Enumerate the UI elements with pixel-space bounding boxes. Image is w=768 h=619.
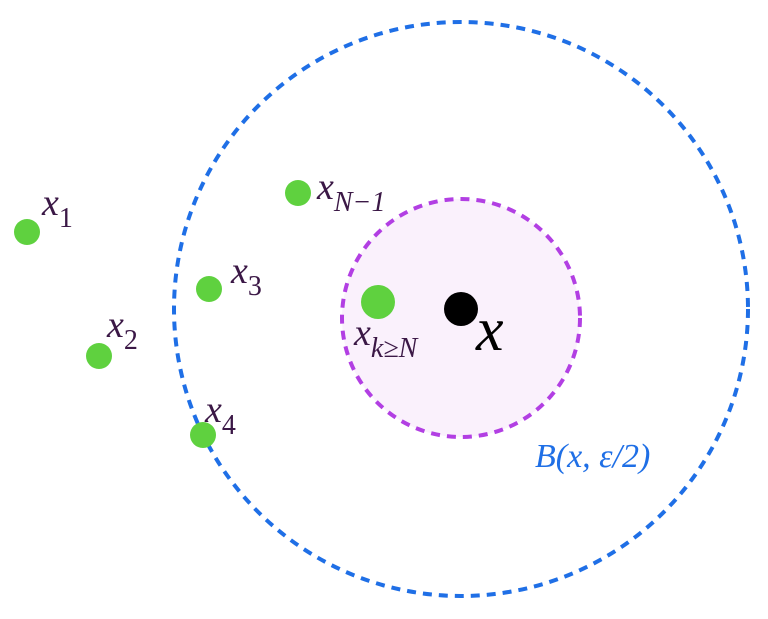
label-ball: B(x, ε/2) [535,438,650,475]
center-point [444,292,478,326]
outer-ball-circle [172,20,750,598]
label-xN-1: xN−1 [316,166,385,218]
label-x2: x2 [106,304,138,356]
label-xk-ge-N: xk≥N [353,312,419,364]
point-x4 [190,422,216,448]
point-xk-ge-N [361,285,395,319]
label-x1: x1 [41,182,73,234]
point-xN-1 [285,180,311,206]
point-x2 [86,343,112,369]
label-center-x: x [475,296,504,364]
label-x3: x3 [230,250,262,302]
point-x1 [14,219,40,245]
point-x3 [196,276,222,302]
label-x4: x4 [204,389,236,441]
